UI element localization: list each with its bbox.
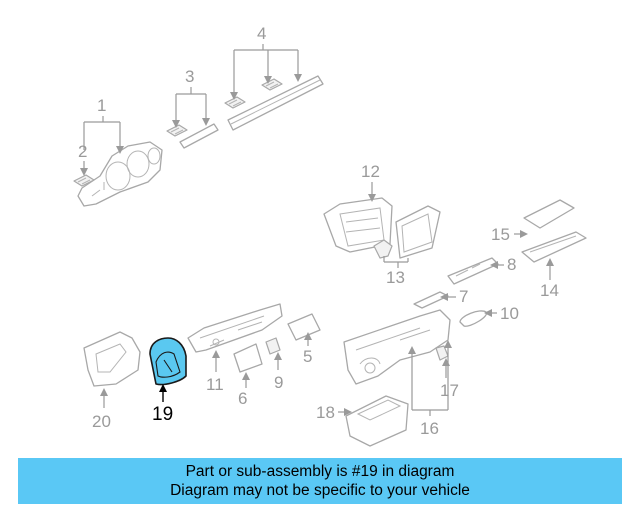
part-20-side-panel[interactable] xyxy=(83,331,141,387)
info-banner: Part or sub-assembly is #19 in diagram D… xyxy=(18,458,622,504)
svg-text:16: 16 xyxy=(420,419,439,438)
callout-5: 5 xyxy=(303,332,312,366)
callout-10: 10 xyxy=(484,304,519,323)
svg-text:5: 5 xyxy=(303,347,312,366)
svg-text:12: 12 xyxy=(361,162,380,181)
callout-11: 11 xyxy=(206,350,224,394)
part-17-bracket[interactable] xyxy=(435,345,449,361)
part-4-trim-strip[interactable] xyxy=(224,75,324,131)
svg-text:2: 2 xyxy=(78,142,87,161)
svg-text:17: 17 xyxy=(440,381,459,400)
part-19-highlighted-panel[interactable] xyxy=(149,337,187,386)
part-15-cover[interactable] xyxy=(523,199,575,229)
banner-line-2: Diagram may not be specific to your vehi… xyxy=(170,482,470,499)
callout-8: 8 xyxy=(490,255,516,274)
callout-13: 13 xyxy=(383,256,409,287)
part-7-button[interactable] xyxy=(413,291,449,309)
part-13-trim-panel[interactable] xyxy=(373,205,441,259)
callout-18: 18 xyxy=(316,403,352,422)
part-18-glove-box[interactable] xyxy=(345,395,409,447)
callout-6: 6 xyxy=(238,372,250,408)
svg-text:8: 8 xyxy=(507,255,516,274)
svg-text:6: 6 xyxy=(238,389,247,408)
svg-text:4: 4 xyxy=(257,24,266,43)
part-9-clip[interactable] xyxy=(265,337,281,355)
part-1-cluster-bezel[interactable] xyxy=(77,141,163,207)
svg-text:18: 18 xyxy=(316,403,335,422)
callout-12: 12 xyxy=(361,162,380,202)
svg-text:7: 7 xyxy=(459,287,468,306)
part-8-switch-bezel[interactable] xyxy=(447,257,499,285)
svg-text:1: 1 xyxy=(97,96,106,115)
part-2-clip[interactable] xyxy=(73,174,95,187)
svg-text:14: 14 xyxy=(540,281,559,300)
svg-text:3: 3 xyxy=(185,67,194,86)
svg-text:11: 11 xyxy=(206,375,224,394)
callout-7: 7 xyxy=(440,287,468,306)
callout-14: 14 xyxy=(540,258,559,300)
part-6-panel[interactable] xyxy=(233,343,263,373)
part-14-lid[interactable] xyxy=(521,231,587,263)
svg-text:20: 20 xyxy=(92,412,111,431)
svg-text:9: 9 xyxy=(274,373,283,392)
svg-text:10: 10 xyxy=(500,304,519,323)
callout-2: 2 xyxy=(78,142,88,176)
callout-3: 3 xyxy=(172,67,210,128)
part-16-lower-panel[interactable] xyxy=(343,309,451,385)
callout-15: 15 xyxy=(491,225,528,244)
callout-16: 16 xyxy=(408,340,452,438)
callout-9: 9 xyxy=(274,352,283,392)
svg-text:13: 13 xyxy=(386,268,405,287)
callout-17: 17 xyxy=(440,358,459,400)
callout-19: 19 xyxy=(152,384,173,425)
parts-diagram: 4 3 1 2 12 xyxy=(73,24,587,447)
svg-text:19: 19 xyxy=(152,404,173,425)
callout-1: 1 xyxy=(83,96,124,154)
banner-line-1: Part or sub-assembly is #19 in diagram xyxy=(185,463,455,480)
part-5-cover[interactable] xyxy=(287,313,321,341)
svg-text:15: 15 xyxy=(491,225,510,244)
callout-4: 4 xyxy=(230,24,302,100)
callout-20: 20 xyxy=(92,388,111,431)
part-3-trim-strip[interactable] xyxy=(166,123,219,149)
part-11-dash-panel[interactable] xyxy=(187,303,283,353)
part-10-oval-cover[interactable] xyxy=(459,310,488,327)
